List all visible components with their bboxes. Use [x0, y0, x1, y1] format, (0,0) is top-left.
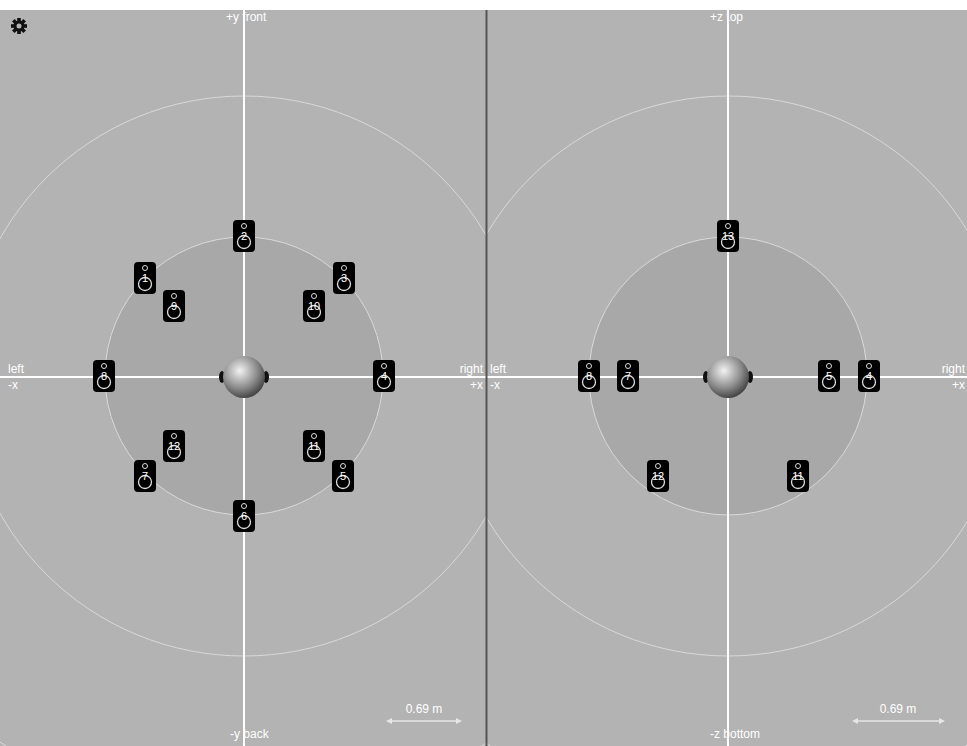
speaker-number: 12	[163, 440, 185, 452]
speaker-icon: 4	[373, 360, 395, 392]
axis-label: left	[8, 363, 24, 376]
speaker-icon: 9	[163, 290, 185, 322]
speaker-icon: 11	[303, 430, 325, 462]
speaker-icon: 5	[332, 460, 354, 492]
speaker-number: 4	[858, 370, 880, 382]
scale-label: 0.69 m	[880, 703, 917, 716]
speaker-icon: 10	[303, 290, 325, 322]
speaker-icon: 2	[233, 220, 255, 252]
axis-label: -x	[8, 379, 18, 392]
speaker-icon: 7	[134, 460, 156, 492]
axis-label: +y front	[226, 11, 266, 24]
speaker-number: 11	[303, 440, 325, 452]
speaker-icon: 5	[818, 360, 840, 392]
speaker-icon: 11	[787, 460, 809, 492]
speaker-icon: 3	[333, 262, 355, 294]
speaker-icon: 8	[578, 360, 600, 392]
axis-label: -y back	[230, 728, 269, 741]
speaker-icon: 4	[858, 360, 880, 392]
axis-label: -x	[490, 379, 500, 392]
speaker-icon: 12	[647, 460, 669, 492]
speaker-icon: 1	[134, 262, 156, 294]
scale-label: 0.69 m	[406, 703, 443, 716]
speaker-number: 3	[333, 272, 355, 284]
speaker-number: 13	[717, 230, 739, 242]
speaker-icon: 12	[163, 430, 185, 462]
speaker-number: 1	[134, 272, 156, 284]
speaker-number: 6	[233, 510, 255, 522]
speaker-number: 4	[373, 370, 395, 382]
axis-label: -z bottom	[710, 728, 760, 741]
speaker-number: 5	[818, 370, 840, 382]
axis-label: right	[460, 363, 483, 376]
speaker-number: 9	[163, 300, 185, 312]
speaker-icon: 6	[233, 500, 255, 532]
speaker-number: 12	[647, 470, 669, 482]
speaker-icon: 13	[717, 220, 739, 252]
axis-label: right	[942, 363, 965, 376]
speaker-number: 7	[134, 470, 156, 482]
speaker-number: 11	[787, 470, 809, 482]
axis-label: +x	[470, 379, 483, 392]
axis-label: +x	[952, 379, 965, 392]
speaker-icon: 8	[93, 360, 115, 392]
speaker-number: 10	[303, 300, 325, 312]
axis-label: left	[490, 363, 506, 376]
speaker-number: 7	[617, 370, 639, 382]
speaker-number: 2	[233, 230, 255, 242]
speaker-number: 8	[93, 370, 115, 382]
speaker-icon: 7	[617, 360, 639, 392]
speaker-number: 5	[332, 470, 354, 482]
speaker-number: 8	[578, 370, 600, 382]
axis-label: +z top	[710, 11, 743, 24]
